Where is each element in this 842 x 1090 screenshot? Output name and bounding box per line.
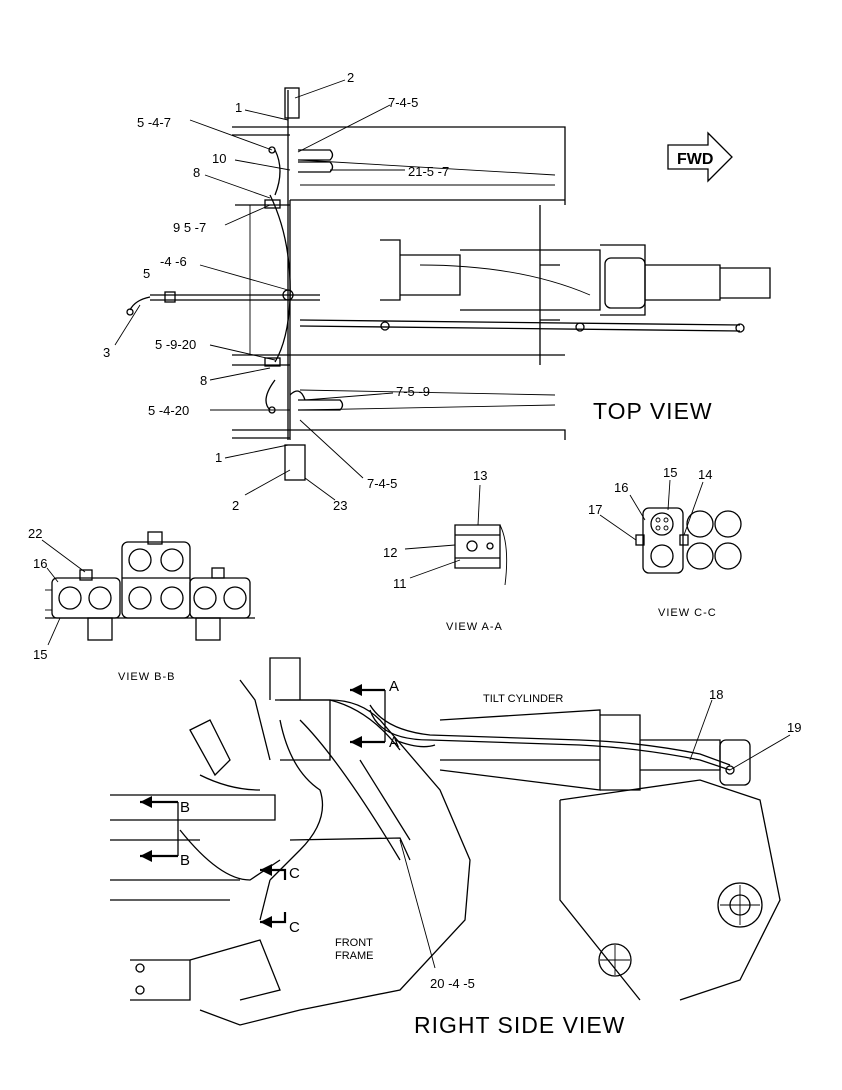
top-callouts: 2 1 7-4-5 5 -4-7 10 21-5 -7 8 9 5 -7 5 -… [103,70,449,513]
callout-aa-11: 11 [393,576,407,591]
callout-aa-13: 13 [473,468,487,483]
section-a-bottom: A [389,734,399,751]
callout-top-8a: 8 [193,165,200,180]
view-cc-drawing: 16 15 14 17 VIEW C-C [588,465,742,619]
callout-top-4-6: -4 -6 [160,254,187,269]
callout-cc-17: 17 [588,502,602,517]
callout-cc-15: 15 [663,465,677,480]
callout-bb-15: 15 [33,647,47,662]
view-aa-title: VIEW A-A [446,621,503,633]
fwd-arrow: FWD [667,131,733,183]
section-a-top: A [389,678,399,695]
callout-top-7-4-5a: 7-4-5 [388,95,418,110]
callout-top-10: 10 [212,151,226,166]
callout-top-21-5-7: 21-5 -7 [408,164,449,179]
callout-top-2a: 2 [347,70,354,85]
callout-side-18: 18 [709,687,723,702]
callout-top-8b: 8 [200,373,207,388]
callout-top-7-5-9: 7-5 -9 [396,384,430,399]
callout-top-5-9-20: 5 -9-20 [155,337,196,352]
front-frame-label-line2: FRAME [335,950,374,962]
section-b-top: B [180,799,190,816]
top-view-title: TOP VIEW [593,398,713,424]
fwd-label: FWD [677,151,713,168]
callout-aa-12: 12 [383,545,397,560]
view-bb-title: VIEW B-B [118,671,176,683]
section-b-bottom: B [180,852,190,869]
section-c-bottom: C [289,919,300,936]
tilt-cylinder-label: TILT CYLINDER [483,693,563,705]
callout-cc-16: 16 [614,480,628,495]
callout-top-5-4-20: 5 -4-20 [148,403,189,418]
callout-cc-14: 14 [698,467,712,482]
callout-side-20-4-5: 20 -4 -5 [430,976,475,991]
right-side-view-drawing [110,657,791,1026]
callout-top-1a: 1 [235,100,242,115]
view-aa-drawing: 13 12 11 VIEW A-A [383,468,508,633]
view-cc-title: VIEW C-C [658,607,717,619]
top-view-drawing [114,79,771,501]
front-frame-label-line1: FRONT [335,937,373,949]
callout-top-5-4-7: 5 -4-7 [137,115,171,130]
view-bb-drawing: 22 16 15 VIEW B-B [28,526,255,683]
callout-top-3: 3 [103,345,110,360]
callout-top-7-4-5b: 7-4-5 [367,476,397,491]
callout-top-2b: 2 [232,498,239,513]
callout-side-19: 19 [787,720,801,735]
right-side-view-title: RIGHT SIDE VIEW [414,1012,625,1038]
callout-bb-22: 22 [28,526,42,541]
callout-top-23: 23 [333,498,347,513]
callout-top-5: 5 [143,266,150,281]
section-c-top: C [289,865,300,882]
callout-top-9-5-7: 9 5 -7 [173,220,206,235]
callout-top-1b: 1 [215,450,222,465]
callout-bb-16: 16 [33,556,47,571]
